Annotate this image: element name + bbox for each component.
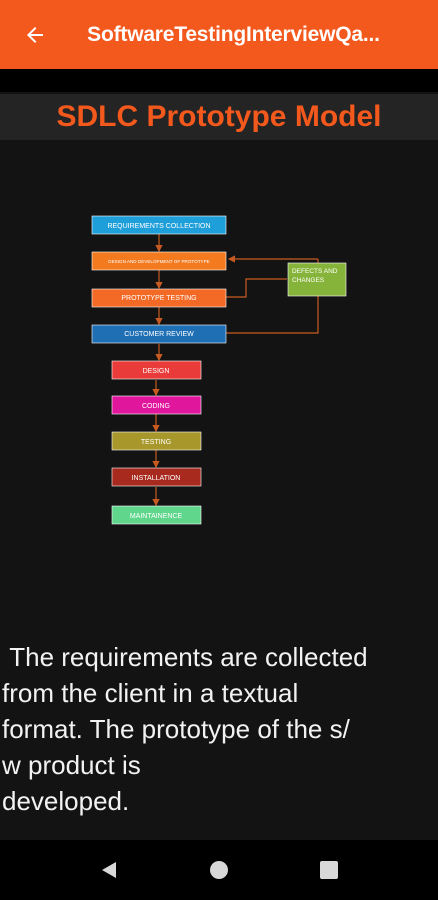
square-recents-icon bbox=[320, 861, 338, 879]
sdlc-prototype-diagram: REQUIREMENTS COLLECTION DESIGN AND DEVEL… bbox=[91, 215, 347, 525]
box-design-development-prototype: DESIGN AND DEVELOPMENT OF PROTOTYPE bbox=[91, 251, 227, 271]
content-area: SDLC Prototype Model R bbox=[0, 92, 438, 840]
page-title: SDLC Prototype Model bbox=[56, 100, 382, 133]
top-strip bbox=[0, 69, 438, 92]
back-button[interactable] bbox=[0, 0, 69, 69]
nav-back-button[interactable] bbox=[99, 860, 119, 885]
svg-text:CUSTOMER REVIEW: CUSTOMER REVIEW bbox=[124, 331, 194, 338]
app-title: SoftwareTestingInterviewQa... bbox=[87, 22, 380, 46]
box-requirements-collection: REQUIREMENTS COLLECTION bbox=[91, 215, 227, 235]
svg-text:INSTALLATION: INSTALLATION bbox=[132, 475, 181, 482]
svg-text:CODING: CODING bbox=[142, 403, 170, 410]
svg-text:PROTOTYPE TESTING: PROTOTYPE TESTING bbox=[121, 295, 196, 302]
svg-text:MAINTAINENCE: MAINTAINENCE bbox=[130, 513, 183, 520]
box-installation: INSTALLATION bbox=[111, 467, 202, 487]
svg-text:REQUIREMENTS COLLECTION: REQUIREMENTS COLLECTION bbox=[107, 223, 210, 230]
system-nav-bar bbox=[0, 840, 438, 900]
box-maintainence: MAINTAINENCE bbox=[111, 505, 202, 525]
box-defects-and-changes: DEFECTS AND CHANGES bbox=[287, 262, 347, 297]
triangle-back-icon bbox=[102, 862, 116, 878]
box-customer-review: CUSTOMER REVIEW bbox=[91, 324, 227, 344]
heading-bar: SDLC Prototype Model bbox=[0, 94, 438, 140]
svg-text:DESIGN AND DEVELOPMENT OF PROT: DESIGN AND DEVELOPMENT OF PROTOTYPE bbox=[108, 259, 209, 264]
nav-recents-button[interactable] bbox=[319, 860, 339, 885]
svg-text:DESIGN: DESIGN bbox=[143, 368, 170, 375]
arrow-left-icon bbox=[26, 26, 43, 43]
box-design: DESIGN bbox=[111, 360, 202, 380]
flow-connectors bbox=[152, 234, 319, 507]
svg-text:TESTING: TESTING bbox=[141, 439, 171, 446]
description-text: The requirements are collected from the … bbox=[2, 642, 368, 816]
box-testing: TESTING bbox=[111, 431, 202, 451]
box-prototype-testing: PROTOTYPE TESTING bbox=[91, 288, 227, 308]
svg-text:CHANGES: CHANGES bbox=[292, 277, 325, 284]
app-bar: SoftwareTestingInterviewQa... bbox=[0, 0, 438, 69]
nav-home-button[interactable] bbox=[209, 860, 229, 885]
box-coding: CODING bbox=[111, 395, 202, 415]
svg-text:DEFECTS AND: DEFECTS AND bbox=[292, 268, 338, 275]
circle-home-icon bbox=[210, 861, 228, 879]
